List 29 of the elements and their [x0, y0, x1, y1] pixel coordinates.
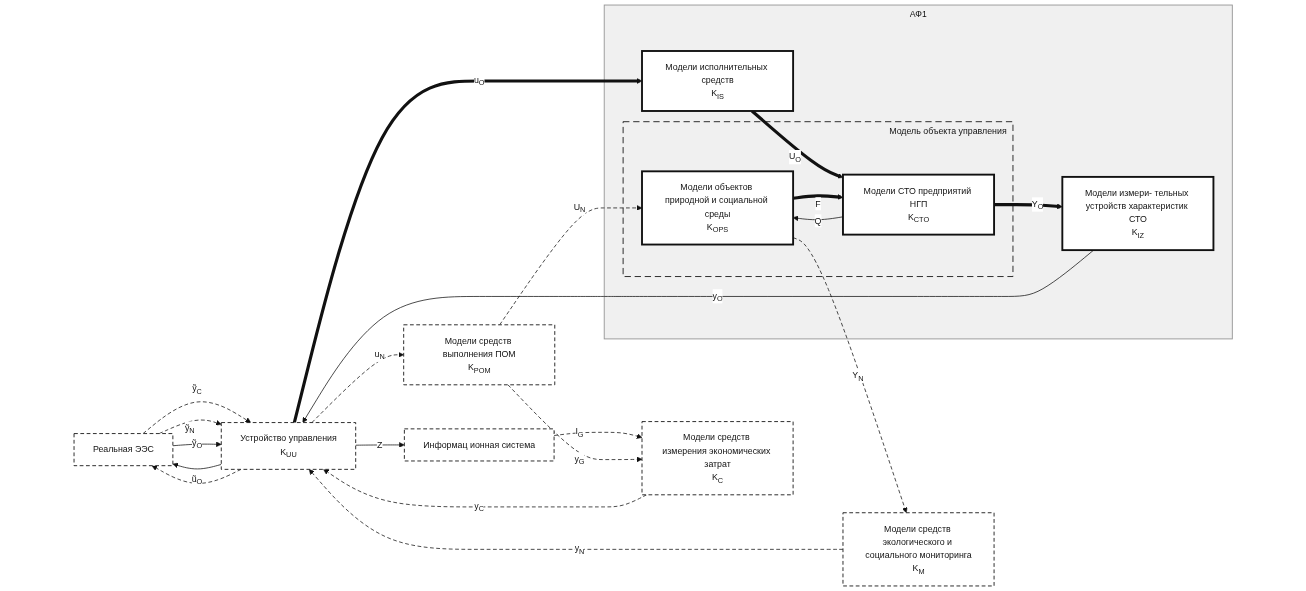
- edge-label: U$_{O}$: [788, 151, 801, 164]
- edge-label: y$_{N}$: [574, 543, 585, 556]
- arrow: [993, 203, 1063, 210]
- edge-label: F: [815, 198, 821, 209]
- edge-label: u$_{O}$: [473, 74, 485, 87]
- node-box: Устройство управления K$_{UU}$: [220, 422, 356, 470]
- edge-label: Y$_{O}$: [1031, 198, 1044, 211]
- node-box: Модели объектов природной и социальной среды K$_{OPS}$: [640, 170, 794, 246]
- edge-label: u$_{N}$: [374, 348, 385, 361]
- edge-label: I$_{G}$: [575, 426, 584, 439]
- edge-label: ũ$_{O}$: [191, 473, 203, 486]
- node-box: Модели средств измерения экономических затрат K$_{C}$: [641, 421, 794, 496]
- node-box: Модели СТО предприятий НГП K$_{CTO}$: [841, 173, 995, 236]
- edge-label: y$_{G}$: [574, 453, 585, 466]
- edge-label: ỹ$_{O}$: [191, 437, 202, 450]
- edge-label: Z: [376, 439, 383, 450]
- edge-label: y$_{O}$: [712, 290, 723, 303]
- edge-label: ỹ$_{N}$: [184, 422, 195, 435]
- edge-label: Q: [814, 215, 822, 226]
- node-box: Реальная ЭЭС: [73, 433, 174, 467]
- node-box: Модели измери- тельных устройств характеристик СТО K$_{IZ}$: [1061, 175, 1215, 252]
- node-box: Информац ионная система: [403, 428, 555, 462]
- edge-label: U$_{N}$: [573, 201, 586, 214]
- edge-label: y$_{C}$: [474, 500, 484, 513]
- node-box: Модели средств экологического и социального мониторинга K$_{M}$: [842, 512, 995, 587]
- edge-label: ỹ$_{C}$: [192, 383, 202, 396]
- edge-label: Y$_{N}$: [852, 370, 864, 382]
- node-box: Модели средств выполнения ПОМ K$_{POM}$: [403, 324, 556, 386]
- node-box: Модели исполнительных средств K$_{IS}$: [640, 50, 794, 112]
